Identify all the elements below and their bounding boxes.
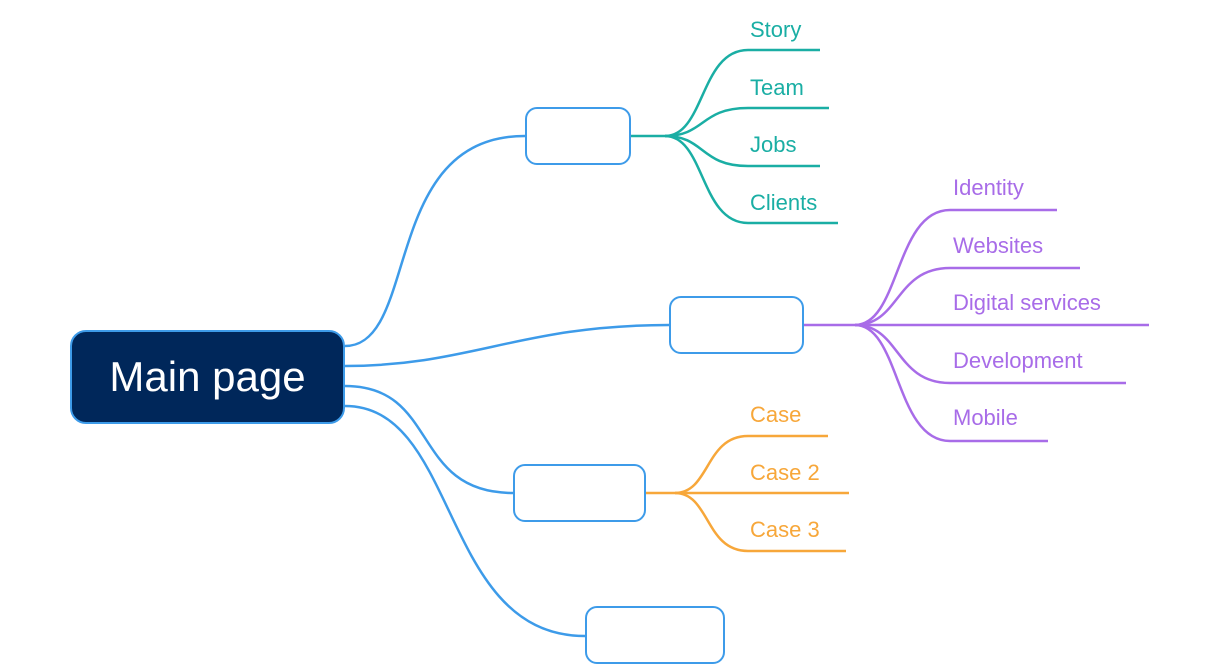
leaf-development[interactable]: Development: [953, 348, 1083, 373]
branch-node-services[interactable]: Services: [669, 296, 804, 354]
leaf-case-2[interactable]: Case 2: [750, 460, 820, 485]
branch-node-about[interactable]: About: [525, 107, 631, 165]
leaf-case[interactable]: Case: [750, 402, 802, 427]
leaf-clients[interactable]: Clients: [750, 190, 818, 215]
branch-node-label: About: [553, 125, 603, 146]
connector-portfolio-case: [674, 434, 828, 495]
leaf-digital-services[interactable]: Digital services: [953, 290, 1101, 315]
connector-root-services: [344, 323, 670, 368]
leaf-team[interactable]: Team: [750, 75, 804, 100]
connector-about-jobs: [664, 134, 820, 168]
connector-root-about: [344, 134, 526, 348]
connector-about-clients: [664, 134, 838, 225]
branch-node-label: Portfolio: [544, 482, 615, 503]
connector-about-team: [664, 106, 829, 138]
connector-services-mobile: [854, 323, 1048, 443]
connector-root-contacts: [344, 404, 586, 638]
root-node-label: Main page: [109, 353, 306, 400]
leaf-case-3[interactable]: Case 3: [750, 517, 820, 542]
leaf-jobs[interactable]: Jobs: [750, 132, 797, 157]
leaf-mobile[interactable]: Mobile: [953, 405, 1018, 430]
branch-node-portfolio[interactable]: Portfolio: [513, 464, 646, 522]
branch-node-contacts[interactable]: Contacts: [585, 606, 725, 664]
connector-services-websites: [854, 266, 1080, 327]
leaf-story[interactable]: Story: [750, 17, 802, 42]
connector-services-identity: [854, 208, 1057, 327]
leaf-websites[interactable]: Websites: [953, 233, 1044, 258]
root-node-main-page[interactable]: Main page: [70, 330, 345, 424]
connector-about-story: [664, 48, 820, 138]
leaf-identity[interactable]: Identity: [953, 175, 1024, 200]
connector-portfolio-case3: [674, 491, 846, 553]
branch-node-label: Contacts: [617, 624, 693, 645]
connector-root-portfolio: [344, 384, 514, 495]
branch-node-label: Services: [700, 314, 773, 335]
connector-services-development: [854, 323, 1126, 385]
